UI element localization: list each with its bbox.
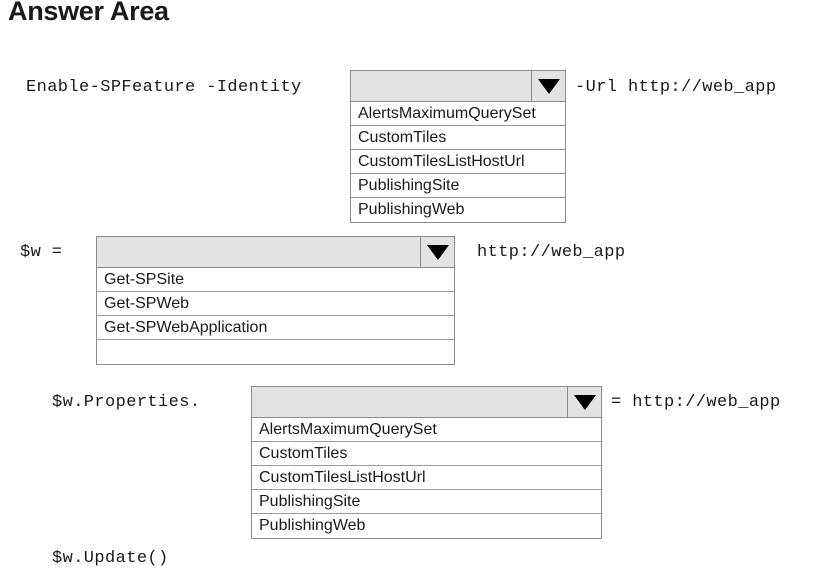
list-item[interactable] (97, 340, 454, 364)
list-item[interactable]: Get-SPWeb (97, 292, 454, 316)
list-item[interactable]: CustomTilesListHostUrl (351, 150, 565, 174)
line-1-prefix-text: Enable-SPFeature -Identity (26, 78, 302, 97)
list-item[interactable]: PublishingWeb (259, 517, 366, 534)
cmdlet-dropdown-head[interactable] (96, 236, 455, 268)
line-3-prefix-text: $w.Properties. (52, 393, 201, 412)
chevron-down-icon (573, 394, 596, 410)
list-item[interactable]: CustomTiles (351, 126, 565, 150)
chevron-down-icon (537, 78, 560, 94)
line-3-suffix-text: = http://web_app (611, 393, 781, 412)
list-item[interactable]: Get-SPWebApplication (97, 316, 454, 340)
identity-dropdown-head[interactable] (350, 70, 566, 102)
list-item[interactable]: Get-SPSite (97, 268, 454, 292)
property-dropdown[interactable]: AlertsMaximumQuerySet CustomTiles Custom… (251, 386, 602, 539)
line-4-prefix-text: $w.Update() (52, 549, 169, 568)
line-1-suffix-text: -Url http://web_app (575, 78, 777, 97)
cmdlet-dropdown-value (97, 237, 420, 267)
line-2-suffix-text: http://web_app (477, 243, 626, 262)
property-dropdown-head[interactable] (251, 386, 602, 418)
list-item[interactable]: PublishingWeb (358, 201, 465, 218)
list-item[interactable]: CustomTilesListHostUrl (252, 466, 601, 490)
page-title: Answer Area (8, 0, 169, 26)
identity-dropdown-value (351, 71, 531, 101)
cmdlet-dropdown-list[interactable]: Get-SPSite Get-SPWeb Get-SPWebApplicatio… (96, 268, 455, 365)
cmdlet-dropdown[interactable]: Get-SPSite Get-SPWeb Get-SPWebApplicatio… (96, 236, 455, 365)
chevron-down-icon (426, 244, 449, 260)
identity-dropdown[interactable]: AlertsMaximumQuerySet CustomTiles Custom… (350, 70, 566, 223)
property-dropdown-value (252, 387, 567, 417)
cmdlet-dropdown-arrow-button[interactable] (420, 237, 454, 267)
list-item[interactable]: AlertsMaximumQuerySet (252, 418, 601, 442)
list-item[interactable]: CustomTiles (252, 442, 601, 466)
property-dropdown-list[interactable]: AlertsMaximumQuerySet CustomTiles Custom… (251, 418, 602, 539)
list-item[interactable]: PublishingSite (351, 174, 565, 198)
identity-dropdown-arrow-button[interactable] (531, 71, 565, 101)
property-dropdown-arrow-button[interactable] (567, 387, 601, 417)
line-2-prefix-text: $w = (20, 243, 63, 262)
list-item[interactable]: AlertsMaximumQuerySet (351, 102, 565, 126)
identity-dropdown-list[interactable]: AlertsMaximumQuerySet CustomTiles Custom… (350, 102, 566, 223)
list-item[interactable]: PublishingSite (252, 490, 601, 514)
